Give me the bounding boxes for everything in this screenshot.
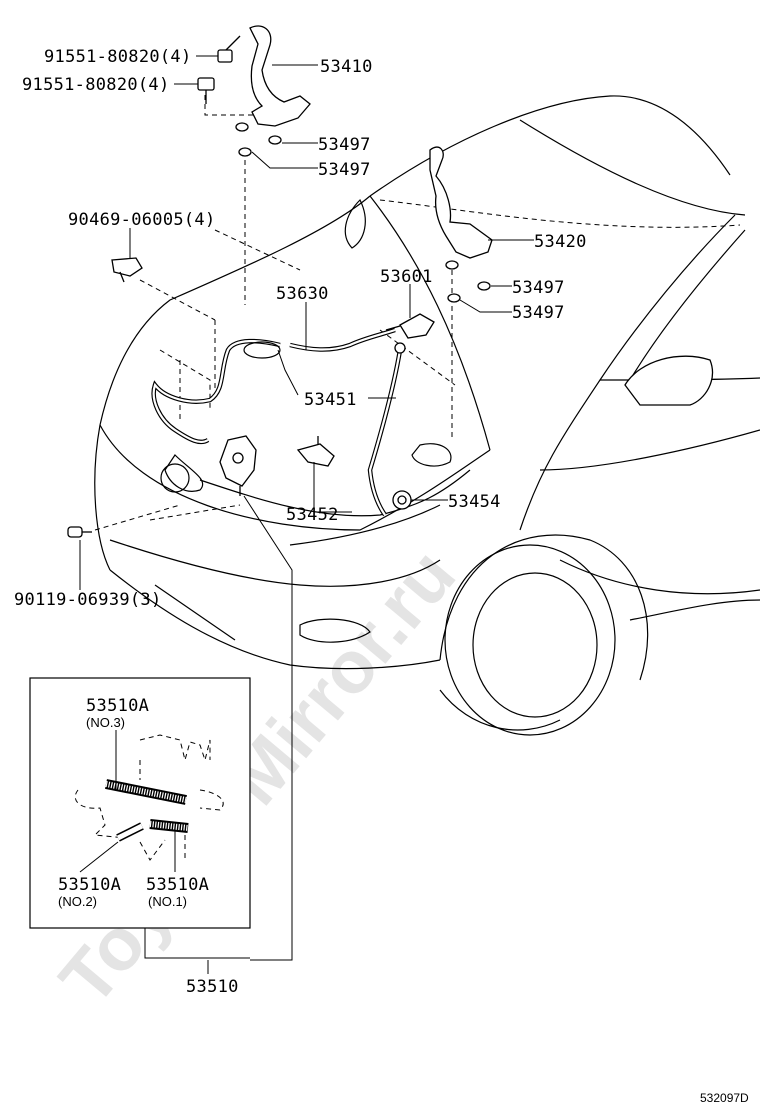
label-bolt-lower: 91551-80820(4) (22, 75, 170, 95)
label-support-rod: 53451 (304, 390, 357, 410)
label-hinge-right: 53420 (534, 232, 587, 252)
diagram-code: 532097D (700, 1091, 749, 1105)
rod-holder-icon (392, 490, 412, 510)
hood-support-rod (367, 342, 406, 517)
label-cable-no3: 53510A (86, 696, 149, 716)
assembly-guide-lines (94, 95, 456, 531)
label-cushion-1: 53497 (318, 135, 371, 155)
inset-cable-no2 (116, 822, 144, 842)
clip-icon (111, 257, 143, 283)
label-cable-no1: 53510A (146, 875, 209, 895)
label-rod-holder: 53454 (448, 492, 501, 512)
hood-hinge-right (429, 146, 493, 303)
label-cable-no1-note: (NO.1) (148, 894, 187, 909)
hood-lock (219, 435, 257, 496)
inset-cable-no1 (149, 819, 189, 833)
label-hinge-left: 53410 (320, 57, 373, 77)
label-lever: 53601 (380, 267, 433, 287)
label-cable-no2: 53510A (58, 875, 121, 895)
car-body-outline (94, 95, 760, 736)
label-hood-lock-bracket: 53452 (286, 505, 339, 525)
label-clip: 90469-06005(4) (68, 210, 216, 230)
bolt-lower-icon (197, 77, 215, 104)
inset-cable-no3 (105, 779, 187, 805)
bolt-upper-icon (217, 35, 241, 63)
hood-lock-bracket (296, 436, 335, 467)
label-cable-assembly: 53510 (186, 977, 239, 997)
screw-icon (67, 526, 92, 538)
leader-lines (79, 55, 534, 974)
label-cushion-2: 53497 (318, 160, 371, 180)
label-cable-no3-note: (NO.3) (86, 715, 125, 730)
hood-release-lever (385, 313, 435, 339)
label-screw: 90119-06939(3) (14, 590, 162, 610)
label-cushion-4: 53497 (512, 303, 565, 323)
label-cable-lower: 53630 (276, 284, 329, 304)
label-cushion-3: 53497 (512, 278, 565, 298)
cable-inset-box (29, 677, 251, 929)
label-cable-no2-note: (NO.2) (58, 894, 97, 909)
release-cable (151, 327, 396, 445)
part-labels: 91551-80820(4) 91551-80820(4) 53410 5349… (14, 47, 749, 1105)
hood-hinge-left (235, 25, 311, 157)
label-bolt-upper: 91551-80820(4) (44, 47, 192, 67)
